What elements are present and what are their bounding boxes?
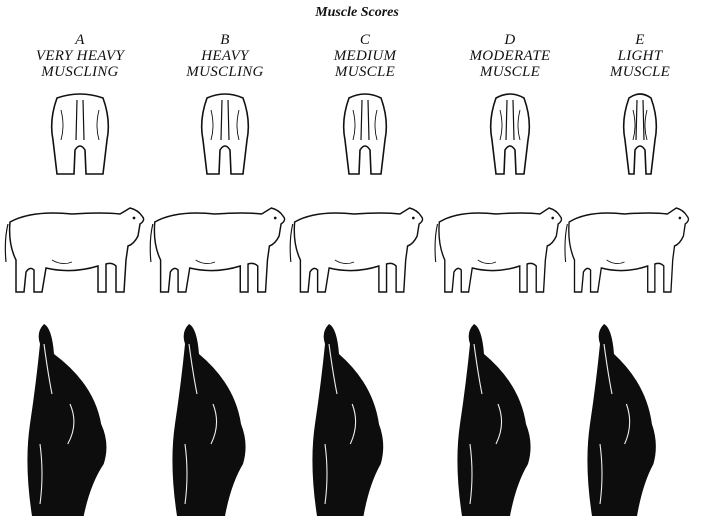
score-label-line2: MUSCLING	[10, 64, 150, 80]
score-label-line1: VERY HEAVY	[10, 48, 150, 64]
side-view-illustration	[147, 200, 297, 305]
rear-view-illustration	[460, 90, 560, 185]
rear-view-illustration	[175, 90, 275, 185]
side-view-illustration	[287, 200, 437, 305]
score-label-line1: LIGHT	[570, 48, 710, 64]
score-label-line2: MUSCLE	[570, 64, 710, 80]
round-cross-section	[155, 314, 265, 529]
rear-view-illustration	[30, 90, 130, 185]
round-cross-section	[440, 314, 550, 529]
round-cross-section	[10, 314, 120, 529]
score-label-line1: MEDIUM	[295, 48, 435, 64]
score-label-letter: E	[570, 32, 710, 48]
score-label-line1: MODERATE	[440, 48, 580, 64]
rear-view-illustration	[590, 90, 690, 185]
side-view-illustration	[562, 200, 712, 305]
rear-view-illustration	[315, 90, 415, 185]
diagram-title: Muscle Scores	[0, 5, 714, 21]
round-cross-section	[570, 314, 680, 529]
score-label-line2: MUSCLE	[440, 64, 580, 80]
score-label-letter: B	[155, 32, 295, 48]
score-label-letter: A	[10, 32, 150, 48]
score-label-line2: MUSCLING	[155, 64, 295, 80]
round-cross-section	[295, 314, 405, 529]
score-label-line2: MUSCLE	[295, 64, 435, 80]
score-label-letter: C	[295, 32, 435, 48]
score-label-line1: HEAVY	[155, 48, 295, 64]
score-label-letter: D	[440, 32, 580, 48]
side-view-illustration	[2, 200, 152, 305]
side-view-illustration	[432, 200, 582, 305]
